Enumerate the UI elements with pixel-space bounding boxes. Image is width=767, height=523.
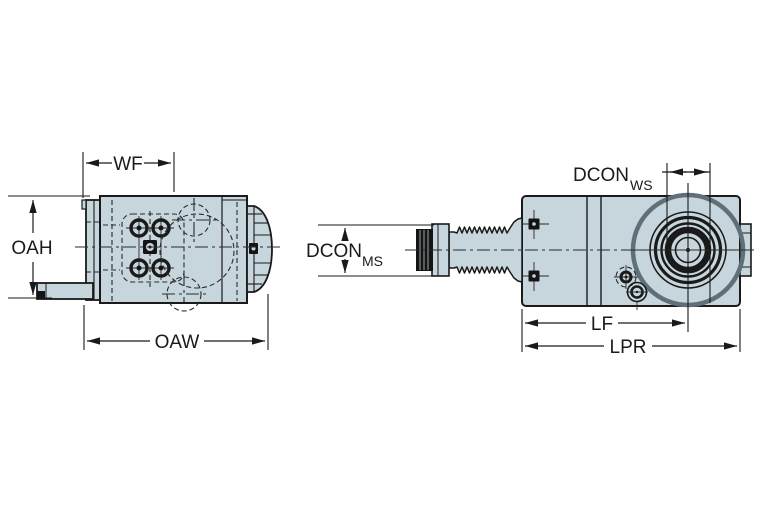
dim-label-dcon-ws-sub: WS	[630, 177, 653, 193]
dim-label-dcon-ws: DCON	[573, 165, 629, 186]
small-screw	[626, 281, 648, 310]
dimension-dcon-ms: DCON MS	[306, 224, 434, 277]
bolt-icon	[151, 218, 171, 238]
dim-label-lpr: LPR	[610, 337, 647, 358]
dimension-lpr: LPR	[525, 309, 741, 358]
hidden-circle-large	[159, 213, 235, 289]
clamp-screw	[520, 262, 549, 291]
dim-label-lf: LF	[591, 314, 613, 335]
dim-label-oaw: OAW	[155, 332, 200, 353]
bolt-icon	[129, 218, 149, 238]
clamp-screw	[520, 210, 549, 239]
clamp-bolt-cluster	[121, 213, 185, 283]
hidden-circle-top	[172, 198, 216, 243]
small-screw	[614, 265, 638, 289]
coupling-nose	[246, 205, 273, 293]
bolt-icon	[129, 258, 149, 278]
dimension-oah: OAH	[8, 195, 90, 299]
dimension-lf: LF	[521, 309, 685, 352]
dimension-annotations: WF OAH OAW DCON MS	[8, 152, 741, 358]
dim-label-wf: WF	[113, 154, 143, 175]
insert-tip	[37, 291, 45, 299]
dimension-dcon-ws: DCON WS	[573, 163, 711, 303]
flange-lip	[81, 199, 87, 210]
side-view	[405, 183, 757, 332]
front-view	[36, 195, 282, 312]
dimension-oaw: OAW	[83, 294, 269, 353]
dim-label-dcon-ms: DCON	[306, 241, 362, 262]
tool-blade	[36, 282, 94, 300]
hidden-circle-bottom	[162, 273, 206, 312]
dim-label-dcon-ms-sub: MS	[362, 253, 383, 269]
dim-label-oah: OAH	[11, 238, 52, 259]
dimension-wf: WF	[82, 152, 175, 198]
